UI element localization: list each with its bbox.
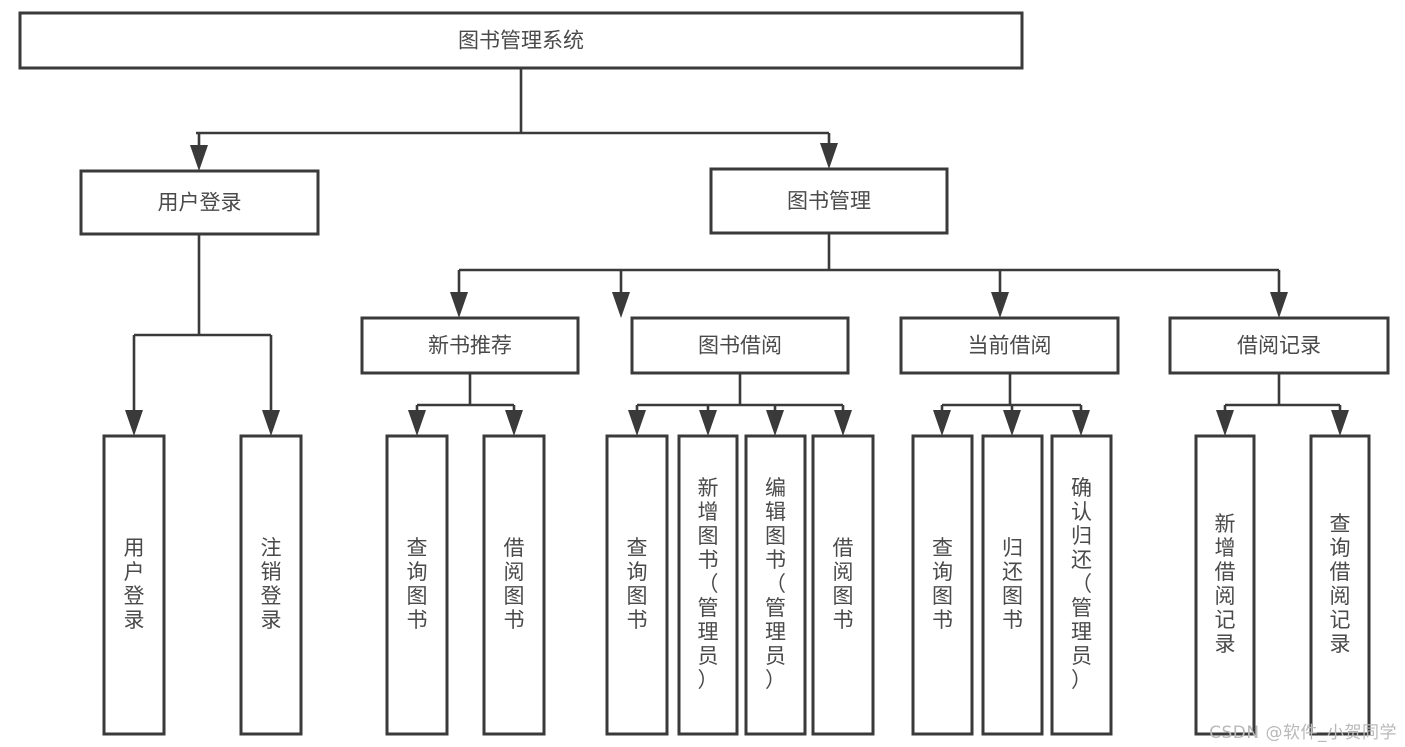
drop-leaf-logout-arrowhead [262, 410, 280, 436]
node-leaf-borrow-book-2[interactable]: 借阅图书 [811, 434, 875, 736]
drop-leaf-add-book-arrowhead [699, 410, 717, 436]
node-box-leaf-logout[interactable] [239, 434, 303, 736]
node-label-leaf-edit-book: 编辑图书（管理员） [765, 476, 786, 692]
drop-user-login-arrowhead [190, 145, 208, 171]
node-leaf-edit-book[interactable]: 编辑图书（管理员） [744, 434, 807, 736]
node-box-leaf-edit-book[interactable] [744, 434, 807, 736]
node-root[interactable]: 图书管理系统 [18, 11, 1024, 70]
node-label-user-login: 用户登录 [158, 191, 242, 215]
drop-leaf-user-login-arrowhead [125, 410, 143, 436]
node-box-leaf-add-record[interactable] [1194, 434, 1256, 736]
node-label-leaf-add-book: 新增图书（管理员） [698, 476, 719, 692]
node-user-login[interactable]: 用户登录 [79, 169, 320, 236]
node-leaf-user-login[interactable]: 用户登录 [102, 434, 166, 736]
node-label-leaf-confirm-return: 确认归还（管理员） [1071, 476, 1092, 692]
node-label-book-borrow: 图书借阅 [698, 334, 782, 358]
node-box-leaf-user-login[interactable] [102, 434, 166, 736]
node-box-leaf-return-book[interactable] [981, 434, 1044, 736]
node-box-leaf-query-book-1[interactable] [385, 434, 449, 736]
node-label-book-management: 图书管理 [787, 189, 871, 213]
node-box-leaf-query-book-2[interactable] [605, 434, 669, 736]
drop-leaf-confirm-return-arrowhead [1072, 410, 1090, 436]
node-label-leaf-logout: 注销登录 [261, 536, 282, 632]
node-label-leaf-query-record: 查询借阅记录 [1330, 512, 1351, 656]
drop-new-book-recommend-arrowhead [450, 292, 468, 318]
node-box-leaf-query-book-3[interactable] [911, 434, 974, 736]
node-layer: 图书管理系统用户登录图书管理新书推荐图书借阅当前借阅借阅记录用户登录注销登录查询… [18, 11, 1390, 736]
node-label-borrow-record: 借阅记录 [1237, 334, 1321, 358]
drop-leaf-query-record-arrowhead [1331, 410, 1349, 436]
drop-leaf-query-book-2-arrowhead [628, 410, 646, 436]
node-box-borrow-record[interactable] [1168, 316, 1390, 375]
node-label-leaf-query-book-1: 查询图书 [407, 536, 428, 632]
drop-book-management-arrowhead [820, 143, 838, 169]
node-label-leaf-borrow-book-1: 借阅图书 [504, 536, 525, 632]
drop-borrow-record-arrowhead [1270, 292, 1288, 318]
node-label-leaf-borrow-book-2: 借阅图书 [833, 536, 854, 632]
node-label-leaf-user-login: 用户登录 [124, 536, 145, 632]
drop-leaf-return-book-arrowhead [1003, 410, 1021, 436]
drop-leaf-add-record-arrowhead [1216, 410, 1234, 436]
drop-leaf-query-book-1-arrowhead [408, 410, 426, 436]
connector-layer [125, 68, 1349, 436]
node-box-new-book-recommend[interactable] [360, 316, 580, 375]
node-box-leaf-borrow-book-2[interactable] [811, 434, 875, 736]
node-borrow-record[interactable]: 借阅记录 [1168, 316, 1390, 375]
node-leaf-confirm-return[interactable]: 确认归还（管理员） [1050, 434, 1113, 736]
node-label-current-borrow: 当前借阅 [968, 334, 1052, 358]
node-label-leaf-add-record: 新增借阅记录 [1215, 512, 1236, 656]
node-box-leaf-query-record[interactable] [1309, 434, 1371, 736]
node-leaf-query-record[interactable]: 查询借阅记录 [1309, 434, 1371, 736]
node-leaf-return-book[interactable]: 归还图书 [981, 434, 1044, 736]
node-label-new-book-recommend: 新书推荐 [428, 334, 512, 358]
node-book-management[interactable]: 图书管理 [709, 167, 949, 235]
drop-leaf-query-book-3-arrowhead [933, 410, 951, 436]
node-leaf-query-book-2[interactable]: 查询图书 [605, 434, 669, 736]
node-label-leaf-return-book: 归还图书 [1002, 536, 1023, 632]
drop-current-borrow-arrowhead [991, 292, 1009, 318]
node-box-user-login[interactable] [79, 169, 320, 236]
node-box-book-management[interactable] [709, 167, 949, 235]
node-leaf-add-record[interactable]: 新增借阅记录 [1194, 434, 1256, 736]
watermark-label: CSDN @软件_小贺同学 [1209, 723, 1397, 743]
node-leaf-query-book-1[interactable]: 查询图书 [385, 434, 449, 736]
node-leaf-logout[interactable]: 注销登录 [239, 434, 303, 736]
node-label-root: 图书管理系统 [458, 29, 584, 53]
node-new-book-recommend[interactable]: 新书推荐 [360, 316, 580, 375]
node-box-leaf-borrow-book-1[interactable] [482, 434, 546, 736]
node-book-borrow[interactable]: 图书借阅 [630, 316, 850, 375]
node-box-leaf-add-book[interactable] [677, 434, 739, 736]
drop-leaf-borrow-book-1-arrowhead [505, 410, 523, 436]
node-label-leaf-query-book-2: 查询图书 [627, 536, 648, 632]
node-leaf-borrow-book-1[interactable]: 借阅图书 [482, 434, 546, 736]
node-box-current-borrow[interactable] [899, 316, 1120, 375]
drop-leaf-borrow-book-2-arrowhead [834, 410, 852, 436]
drop-book-borrow-arrowhead [612, 292, 630, 318]
node-box-leaf-confirm-return[interactable] [1050, 434, 1113, 736]
node-current-borrow[interactable]: 当前借阅 [899, 316, 1120, 375]
node-label-leaf-query-book-3: 查询图书 [932, 536, 953, 632]
node-leaf-add-book[interactable]: 新增图书（管理员） [677, 434, 739, 736]
node-leaf-query-book-3[interactable]: 查询图书 [911, 434, 974, 736]
node-box-root[interactable] [18, 11, 1024, 70]
node-box-book-borrow[interactable] [630, 316, 850, 375]
drop-leaf-edit-book-arrowhead [766, 410, 784, 436]
